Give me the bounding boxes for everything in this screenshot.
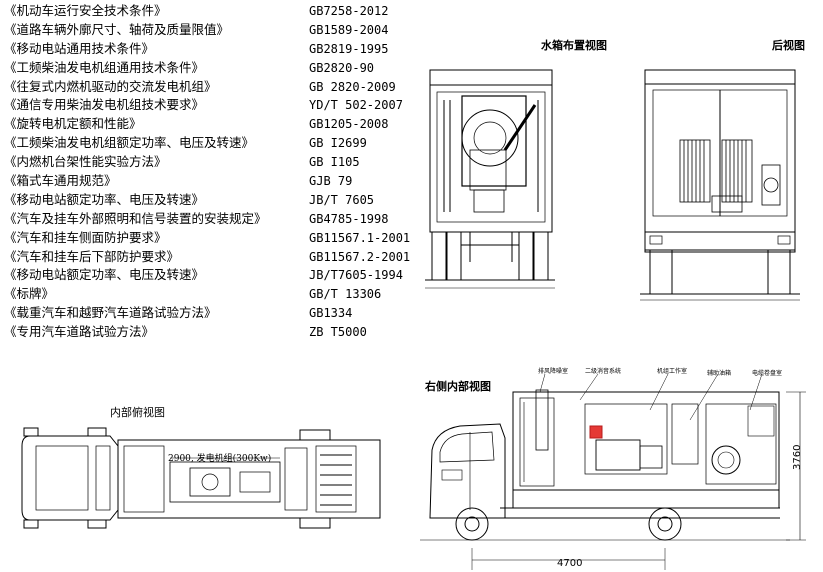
standard-row: 《道路车辆外廓尺寸、轴荷及质量限值》 GB1589-2004 — [4, 21, 424, 40]
front-view-title: 水箱布置视图 — [541, 39, 607, 52]
callout-muffler: 二级消音系统 — [585, 368, 622, 375]
standard-code: YD/T 502-2007 — [309, 98, 403, 113]
standard-code: GB1205-2008 — [309, 117, 389, 132]
standard-row: 《载重汽车和越野汽车道路试验方法》 GB1334 — [4, 304, 424, 323]
standard-code: GB I105 — [309, 155, 360, 170]
standard-row: 《移动电站额定功率、电压及转速》 JB/T7605-1994 — [4, 266, 424, 285]
front-view-drawing — [425, 69, 555, 289]
standard-name: 《内燃机台架性能实验方法》 — [4, 154, 167, 170]
side-view-drawing — [420, 373, 806, 570]
side-view-title: 右侧内部视图 — [425, 380, 491, 393]
standard-name: 《往复式内燃机驱动的交流发电机组》 — [4, 78, 217, 94]
standard-row: 《通信专用柴油发电机组技术要求》 YD/T 502-2007 — [4, 96, 424, 115]
standard-name: 《载重汽车和越野汽车道路试验方法》 — [4, 305, 217, 321]
standard-name: 《道路车辆外廓尺寸、轴荷及质量限值》 — [4, 21, 230, 37]
genset-label: 2900, 发电机组(300Kw) — [168, 454, 272, 464]
standard-row: 《专用汽车道路试验方法》 ZB T5000 — [4, 323, 424, 342]
standard-code: GB I2699 — [309, 136, 367, 151]
standard-code: GB 2820-2009 — [309, 79, 396, 94]
standard-code: GJB 79 — [309, 174, 353, 189]
standard-row: 《汽车和挂车后下部防护要求》 GB11567.2-2001 — [4, 248, 424, 267]
standard-name: 《工频柴油发电机组通用技术条件》 — [4, 59, 205, 75]
standard-code: GB11567.1-2001 — [309, 230, 411, 245]
standard-name: 《移动电站通用技术条件》 — [4, 40, 155, 56]
standard-row: 《移动电站额定功率、电压及转速》 JB/T 7605 — [4, 191, 424, 210]
callout-genset-room: 机组工作室 — [657, 368, 688, 375]
standard-code: GB2819-1995 — [309, 41, 389, 56]
standard-row: 《箱式车通用规范》 GJB 79 — [4, 172, 424, 191]
standard-name: 《专用汽车道路试验方法》 — [4, 324, 155, 340]
standard-row: 《旋转电机定额和性能》 GB1205-2008 — [4, 115, 424, 134]
standard-row: 《汽车和挂车侧面防护要求》 GB11567.1-2001 — [4, 229, 424, 248]
standard-code: GB2820-90 — [309, 60, 375, 75]
standard-name: 《机动车运行安全技术条件》 — [4, 3, 167, 18]
callout-cable-reel: 电缆卷盘室 — [752, 370, 783, 377]
standard-name: 《汽车和挂车后下部防护要求》 — [4, 248, 180, 264]
top-view-drawing — [21, 427, 381, 529]
standard-row: 《机动车运行安全技术条件》 GB7258-2012 — [4, 2, 424, 21]
standard-code: GB1334 — [309, 306, 353, 321]
standard-name: 《通信专用柴油发电机组技术要求》 — [4, 97, 205, 113]
standard-row: 《内燃机台架性能实验方法》 GB I105 — [4, 153, 424, 172]
rear-view-drawing — [640, 69, 800, 301]
standard-row: 《标牌》 GB/T 13306 — [4, 285, 424, 304]
standard-row: 《工频柴油发电机组通用技术条件》 GB2820-90 — [4, 59, 424, 78]
standards-list: 《机动车运行安全技术条件》 GB7258-2012 《道路车辆外廓尺寸、轴荷及质量限… — [4, 2, 424, 342]
standard-row: 《汽车及挂车外部照明和信号装置的安装规定》 GB4785-1998 — [4, 210, 424, 229]
standard-code: GB1589-2004 — [309, 22, 389, 37]
standard-row: 《工频柴油发电机组额定功率、电压及转速》 GB I2699 — [4, 134, 424, 153]
callout-aux-tank: 辅助油箱 — [707, 370, 732, 377]
standard-name: 《汽车和挂车侧面防护要求》 — [4, 229, 167, 245]
standard-name: 《旋转电机定额和性能》 — [4, 116, 142, 132]
standard-code: GB7258-2012 — [309, 4, 389, 18]
standard-name: 《箱式车通用规范》 — [4, 173, 117, 189]
length-dimension: 4700 — [557, 558, 583, 569]
standard-code: JB/T 7605 — [309, 192, 375, 207]
standard-code: GB/T 13306 — [309, 287, 382, 302]
standard-name: 《移动电站额定功率、电压及转速》 — [4, 191, 205, 207]
standard-row: 《移动电站通用技术条件》 GB2819-1995 — [4, 40, 424, 59]
standard-code: ZB T5000 — [309, 325, 367, 340]
callout-exhaust: 排风降噪室 — [538, 368, 569, 375]
standard-name: 《工频柴油发电机组额定功率、电压及转速》 — [4, 135, 255, 151]
standard-name: 《汽车及挂车外部照明和信号装置的安装规定》 — [4, 210, 267, 226]
standard-row: 《往复式内燃机驱动的交流发电机组》 GB 2820-2009 — [4, 78, 424, 97]
standard-code: GB4785-1998 — [309, 211, 389, 226]
rear-view-title: 后视图 — [772, 39, 805, 52]
standard-code: JB/T7605-1994 — [309, 268, 403, 283]
top-view-title: 内部俯视图 — [110, 406, 165, 419]
standard-name: 《标牌》 — [4, 286, 55, 302]
standard-name: 《移动电站额定功率、电压及转速》 — [4, 267, 205, 283]
standard-code: GB11567.2-2001 — [309, 249, 411, 264]
